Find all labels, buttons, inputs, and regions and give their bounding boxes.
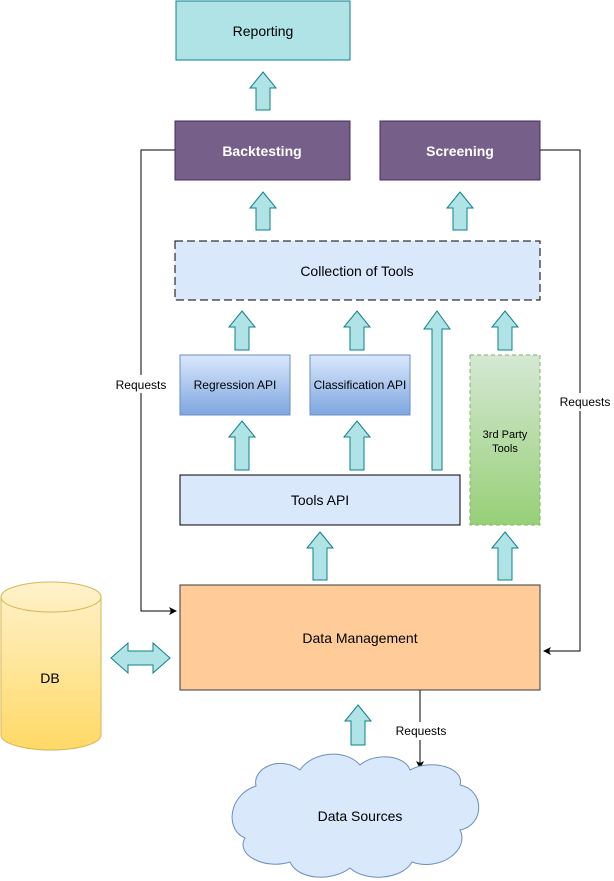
reporting-label: Reporting	[233, 23, 294, 39]
double-arrow-icon	[110, 641, 171, 675]
node-db[interactable]: DB	[0, 581, 102, 751]
node-tools-api[interactable]: Tools API	[179, 474, 461, 526]
long-up-arrow-icon	[423, 310, 451, 471]
screening-label: Screening	[426, 143, 494, 159]
up-arrow-icon	[342, 420, 372, 471]
backtesting-label: Backtesting	[222, 143, 301, 159]
third-party-tools-label-line1: 3rd Party	[483, 429, 528, 441]
data-management-label: Data Management	[302, 630, 417, 646]
up-arrow-icon	[490, 310, 520, 351]
requests-label-left: Requests	[116, 378, 167, 392]
db-label: DB	[40, 670, 59, 686]
flow-arrows	[110, 71, 520, 746]
up-arrow-icon	[490, 531, 520, 581]
node-data-management[interactable]: Data Management	[179, 584, 541, 691]
node-screening[interactable]: Screening	[379, 120, 541, 181]
up-arrow-icon	[227, 310, 257, 351]
node-collection-of-tools[interactable]: Collection of Tools	[174, 240, 541, 301]
up-arrow-icon	[227, 420, 257, 471]
up-arrow-icon	[248, 191, 278, 231]
node-backtesting[interactable]: Backtesting	[174, 120, 351, 181]
node-regression-api[interactable]: Regression API	[179, 354, 291, 416]
requests-label-right: Requests	[560, 395, 611, 409]
third-party-tools-label-line2: Tools	[492, 443, 518, 455]
node-data-sources[interactable]: Data Sources	[231, 753, 480, 878]
tools-api-label: Tools API	[291, 492, 349, 508]
regression-api-label: Regression API	[194, 378, 277, 392]
node-third-party-tools[interactable]: 3rd Party Tools	[469, 354, 541, 526]
data-sources-label: Data Sources	[318, 808, 403, 824]
classification-api-label: Classification API	[314, 378, 407, 392]
up-arrow-icon	[343, 704, 373, 746]
up-arrow-icon	[248, 71, 278, 111]
up-arrow-icon	[445, 191, 475, 231]
collection-of-tools-label: Collection of Tools	[300, 263, 413, 279]
up-arrow-icon	[342, 310, 372, 351]
node-classification-api[interactable]: Classification API	[309, 354, 411, 416]
requests-label-bottom: Requests	[396, 724, 447, 738]
node-reporting[interactable]: Reporting	[175, 0, 351, 61]
up-arrow-icon	[305, 531, 335, 581]
